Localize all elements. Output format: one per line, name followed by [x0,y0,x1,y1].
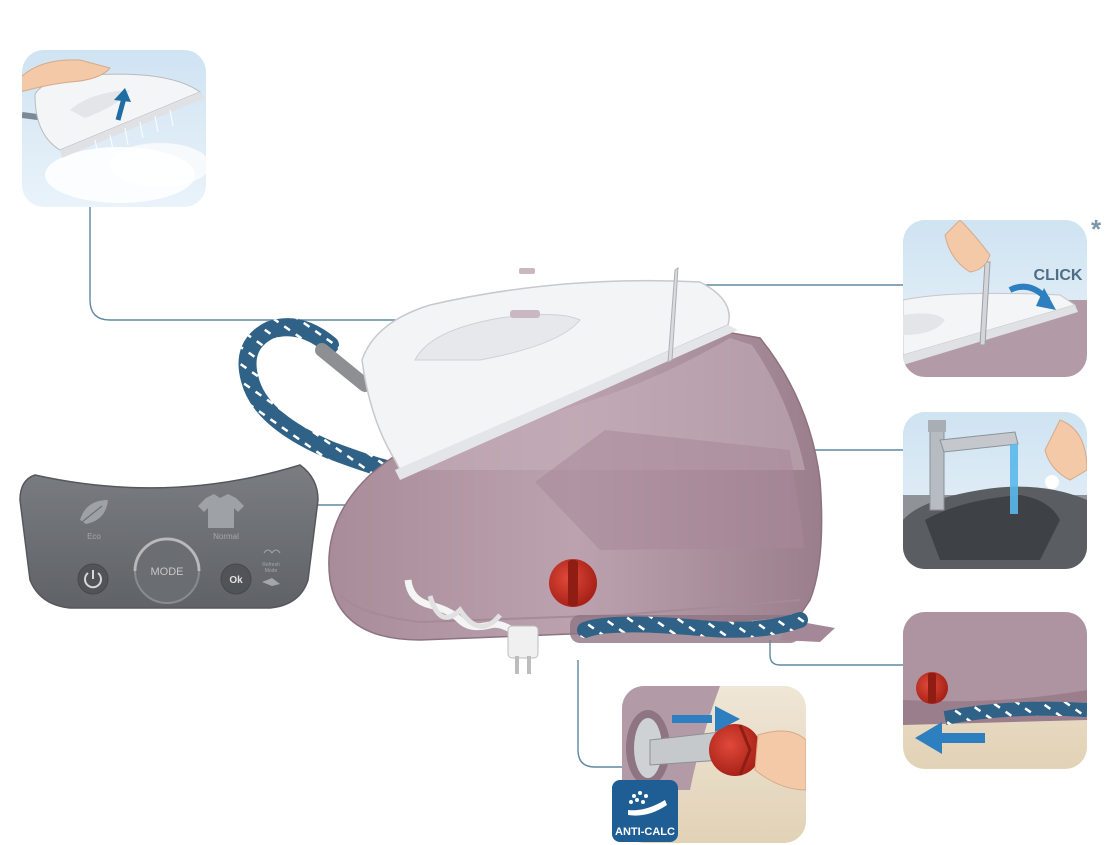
steam-refresh-icon [263,549,281,554]
mode-dial[interactable]: MODE [133,537,201,604]
hose-connector [315,343,372,392]
anti-calc-badge: ANTI-CALC [612,780,678,842]
lock-lever [979,261,991,346]
iron [361,267,738,480]
arrow-up-icon [114,88,131,121]
leaf-icon [80,500,108,524]
stored-hose [577,612,808,638]
curved-arrow-icon [1008,283,1056,310]
click-label: CLICK [1034,267,1083,284]
steam-refresh-icon [262,578,280,586]
anti-calc-icon [628,791,667,816]
water-stream [1010,444,1018,514]
mode-label: MODE [151,566,184,578]
lock-lever[interactable] [667,267,679,363]
power-button[interactable] [77,563,109,595]
ok-label: Ok [229,575,243,586]
power-plug [507,625,539,659]
inset-anti-calc: ANTI-CALC [612,686,806,843]
anti-calc-knob [709,724,761,776]
inset-fill-tank [903,412,1087,569]
steam-hose [238,318,399,479]
ok-button[interactable]: Ok [220,563,252,595]
shirt-icon [198,494,244,528]
inset-lock-click: CLICK * [903,214,1102,377]
faucet [928,420,1019,511]
refresh-label-line2: Mode [265,568,278,574]
inset-store-hose [903,612,1087,769]
asterisk: * [1091,214,1102,244]
normal-label: Normal [213,532,239,541]
inset-steam-trigger [22,50,206,207]
control-panel: Eco Normal MODE Ok Refresh [19,464,319,609]
eco-label: Eco [87,532,101,541]
anti-calc-knob[interactable] [549,559,597,607]
anti-calc-label: ANTI-CALC [615,826,675,838]
generator-side-facet [535,430,805,550]
power-icon [84,570,102,589]
refresh-label-line1: Refresh [262,562,280,568]
arrow-right-icon [672,706,740,732]
steam-trigger[interactable] [510,310,540,318]
power-cord [404,579,539,674]
arrow-left-icon [915,722,985,754]
steam-generator [238,267,835,674]
